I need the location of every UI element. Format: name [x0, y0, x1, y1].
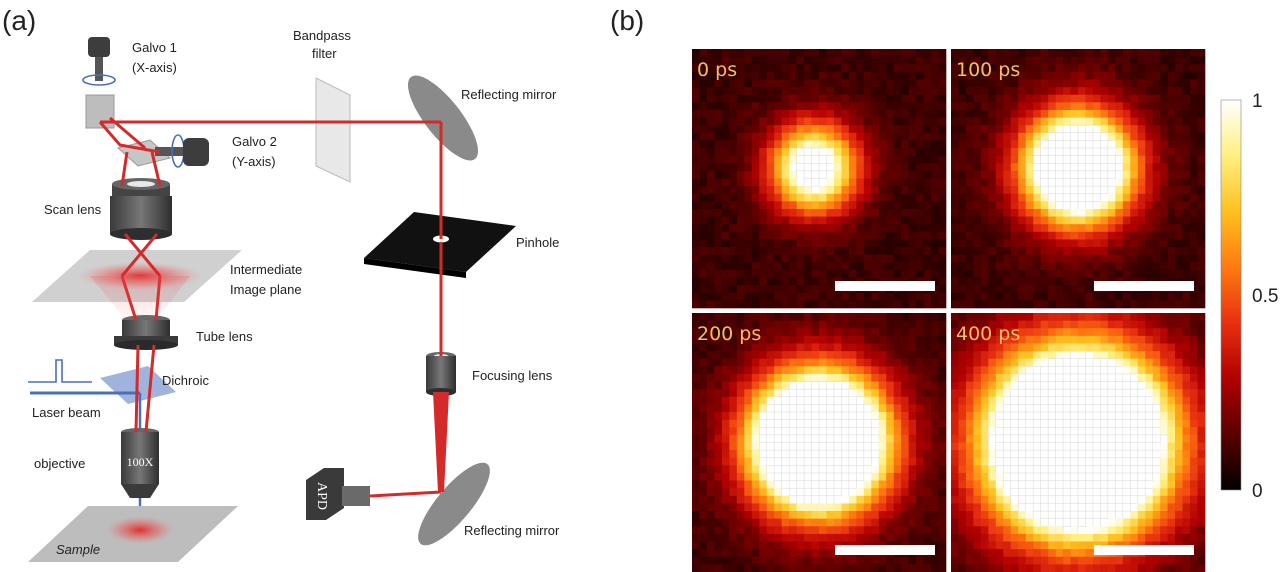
sample-focal-spot: [106, 516, 174, 544]
time-delay-label: 200 ps: [697, 323, 761, 345]
panel-a-letter: (a): [2, 5, 36, 36]
scale-bar: [835, 281, 935, 291]
colorbar-ticks: 10.50: [1252, 91, 1278, 502]
rotation-arrow-icon: [82, 74, 116, 86]
tube-lens: [114, 315, 178, 350]
colorbar-tick-label: 1: [1252, 91, 1263, 112]
dichroic-label: Dichroic: [162, 373, 209, 388]
intermediate-label-line2: Image plane: [230, 282, 302, 297]
sample-label: Sample: [56, 542, 100, 557]
scale-bar: [835, 545, 935, 555]
reflecting-mirror-bottom-label: Reflecting mirror: [464, 523, 560, 538]
apd-label: APD: [314, 482, 329, 510]
fluorescence-image-grid: 0 ps 100 ps 200 ps 400 ps: [690, 47, 1206, 572]
tube-lens-beam-cone: [90, 276, 190, 320]
fluorescence-image-panel: 200 ps: [692, 313, 947, 572]
objective-magnification: 100X: [127, 455, 154, 469]
scan-lens-label: Scan lens: [44, 202, 102, 217]
objective-label: objective: [34, 456, 85, 471]
fluorescence-image-panel: 100 ps: [951, 49, 1206, 309]
tube-lens-label: Tube lens: [196, 329, 253, 344]
bandpass-label-line2: filter: [312, 46, 337, 61]
apd-detector: APD: [306, 468, 370, 520]
panel-b-letter: (b): [610, 5, 644, 36]
galvo-1-mirror: [85, 94, 115, 129]
laser-pulse-icon: [28, 359, 92, 383]
galvo-1-label-line2: (X-axis): [132, 60, 177, 75]
focused-beam: [433, 392, 449, 492]
reflecting-mirror-top-label: Reflecting mirror: [461, 87, 557, 102]
fluorescence-image-panel: 400 ps: [951, 313, 1206, 572]
galvo-1: [82, 37, 116, 129]
time-delay-label: 100 ps: [956, 59, 1020, 81]
galvo-2-label-line2: (Y-axis): [232, 154, 276, 169]
objective-lens: 100X: [121, 428, 159, 498]
colorbar: [1220, 99, 1242, 491]
emission-beam-path: [98, 116, 443, 498]
bandpass-label-line1: Bandpass: [293, 28, 351, 43]
reflecting-mirror-top: [407, 75, 479, 161]
time-delay-label: 400 ps: [956, 323, 1020, 345]
colorbar-tick-label: 0.5: [1252, 286, 1278, 307]
pinhole-label: Pinhole: [516, 235, 559, 250]
fluorescence-image-panel: 0 ps: [692, 49, 947, 309]
colorbar-tick-label: 0: [1252, 481, 1263, 502]
galvo-1-label-line1: Galvo 1: [132, 40, 177, 55]
scan-lens: [110, 178, 172, 240]
focusing-lens: [426, 352, 456, 396]
scale-bar: [1094, 281, 1194, 291]
scale-bar: [1094, 545, 1194, 555]
reflecting-mirror-bottom: [418, 462, 490, 546]
intermediate-label-line1: Intermediate: [230, 262, 302, 277]
galvo-2: [116, 134, 209, 168]
time-delay-label: 0 ps: [697, 59, 737, 81]
galvo-2-label-line1: Galvo 2: [232, 134, 277, 149]
focusing-lens-label: Focusing lens: [472, 368, 553, 383]
bandpass-filter: [315, 77, 351, 183]
laser-beam-label: Laser beam: [32, 405, 101, 420]
